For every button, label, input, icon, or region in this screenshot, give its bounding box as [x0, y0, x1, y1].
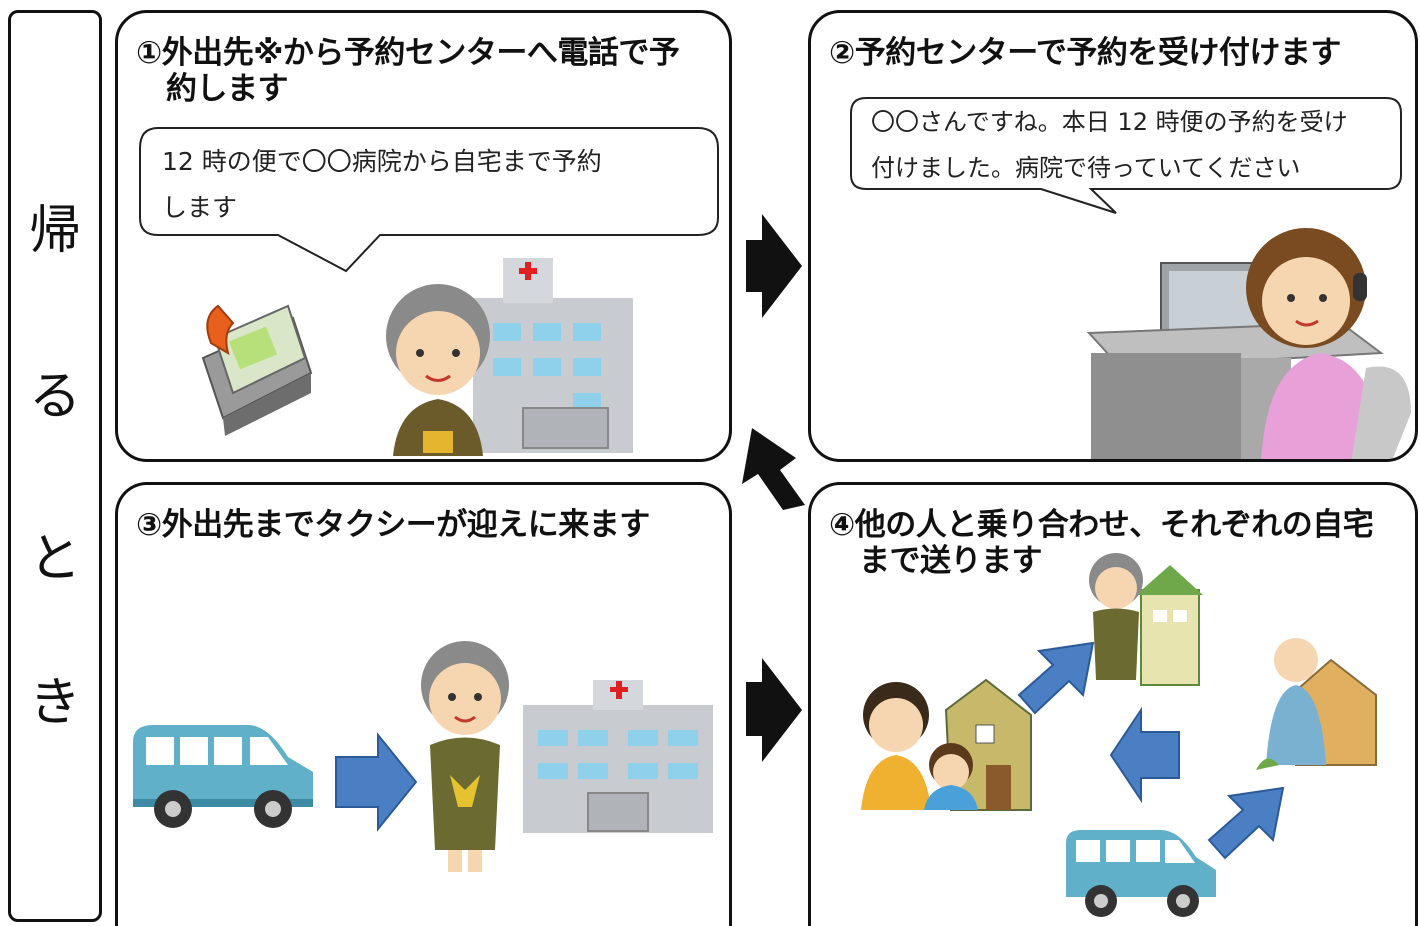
- hospital-icon-2: [523, 680, 713, 833]
- blue-arrow-right-icon: [335, 732, 418, 832]
- step-4-title-line1: ④他の人と乗り合わせ、それぞれの自宅: [829, 507, 1374, 543]
- black-arrow-down-left-icon: [742, 428, 805, 510]
- step-1-title: ①外出先※から予約センターへ電話で予 約します: [136, 35, 680, 107]
- speech-bubble-2: [850, 97, 1402, 214]
- call-center-operator-icon: [1086, 228, 1411, 459]
- hospital-icon: [473, 258, 633, 453]
- sidebar-label-box: 帰 る と き: [8, 10, 102, 922]
- taxi-van-icon: [133, 725, 313, 828]
- step-4-title: ④他の人と乗り合わせ、それぞれの自宅 まで送ります: [829, 507, 1374, 579]
- sidebar-char-4: き: [28, 673, 81, 733]
- black-arrow-right-top-icon: [746, 214, 802, 318]
- speech-1-line1: 12 時の便で〇〇病院から自宅まで予約: [162, 147, 602, 176]
- step-3-panel: ③外出先までタクシーが迎えに来ます: [115, 482, 732, 926]
- step-4-panel: ④他の人と乗り合わせ、それぞれの自宅 まで送ります: [808, 482, 1418, 926]
- blue-arrow-up-right-icon-2: [1207, 786, 1285, 860]
- step-1-panel: ①外出先※から予約センターへ電話で予 約します 12 時の便で〇〇病院から自宅ま…: [115, 10, 732, 462]
- step-2-panel: ②予約センターで予約を受け付けます 〇〇さんですね。本日 12 時便の予約を受け…: [808, 10, 1418, 462]
- family-with-house-icon: [861, 678, 1032, 811]
- speech-1-line2: します: [162, 193, 238, 222]
- step-3-title-line1: ③外出先までタクシーが迎えに来ます: [136, 507, 650, 543]
- step-2-title: ②予約センターで予約を受け付けます: [829, 35, 1341, 71]
- step-2-title-line1: ②予約センターで予約を受け付けます: [829, 35, 1341, 71]
- speech-bubble-1: [139, 127, 719, 273]
- elderly-woman-standing-icon: [421, 641, 509, 872]
- speech-bubble-2-text: 〇〇さんですね。本日 12 時便の予約を受け 付けました。病院で待っていてくださ…: [871, 99, 1348, 191]
- blue-arrow-up-right-icon: [1017, 641, 1095, 715]
- sidebar-char-1: 帰: [28, 201, 81, 261]
- step-1-title-line1: ①外出先※から予約センターへ電話で予: [136, 35, 680, 71]
- blue-arrow-left-icon: [1109, 706, 1180, 804]
- speech-2-line1: 〇〇さんですね。本日 12 時便の予約を受け: [871, 108, 1348, 136]
- elderly-woman-icon: [386, 284, 490, 456]
- speech-bubble-1-text: 12 時の便で〇〇病院から自宅まで予約 します: [162, 139, 602, 231]
- elderly-woman-with-house-icon: [1089, 553, 1203, 686]
- sidebar-char-2: る: [28, 367, 81, 427]
- taxi-van-icon-2: [1066, 830, 1216, 917]
- step-3-title: ③外出先までタクシーが迎えに来ます: [136, 507, 650, 543]
- telephone-icon: [201, 304, 313, 436]
- step-4-title-line2: まで送ります: [859, 543, 1043, 579]
- elderly-man-with-house-icon: [1256, 638, 1377, 770]
- sidebar-char-3: と: [28, 529, 81, 589]
- speech-2-line2: 付けました。病院で待っていてください: [871, 154, 1301, 182]
- black-arrow-right-bottom-icon: [746, 658, 802, 762]
- step-1-title-line2: 約します: [166, 71, 289, 107]
